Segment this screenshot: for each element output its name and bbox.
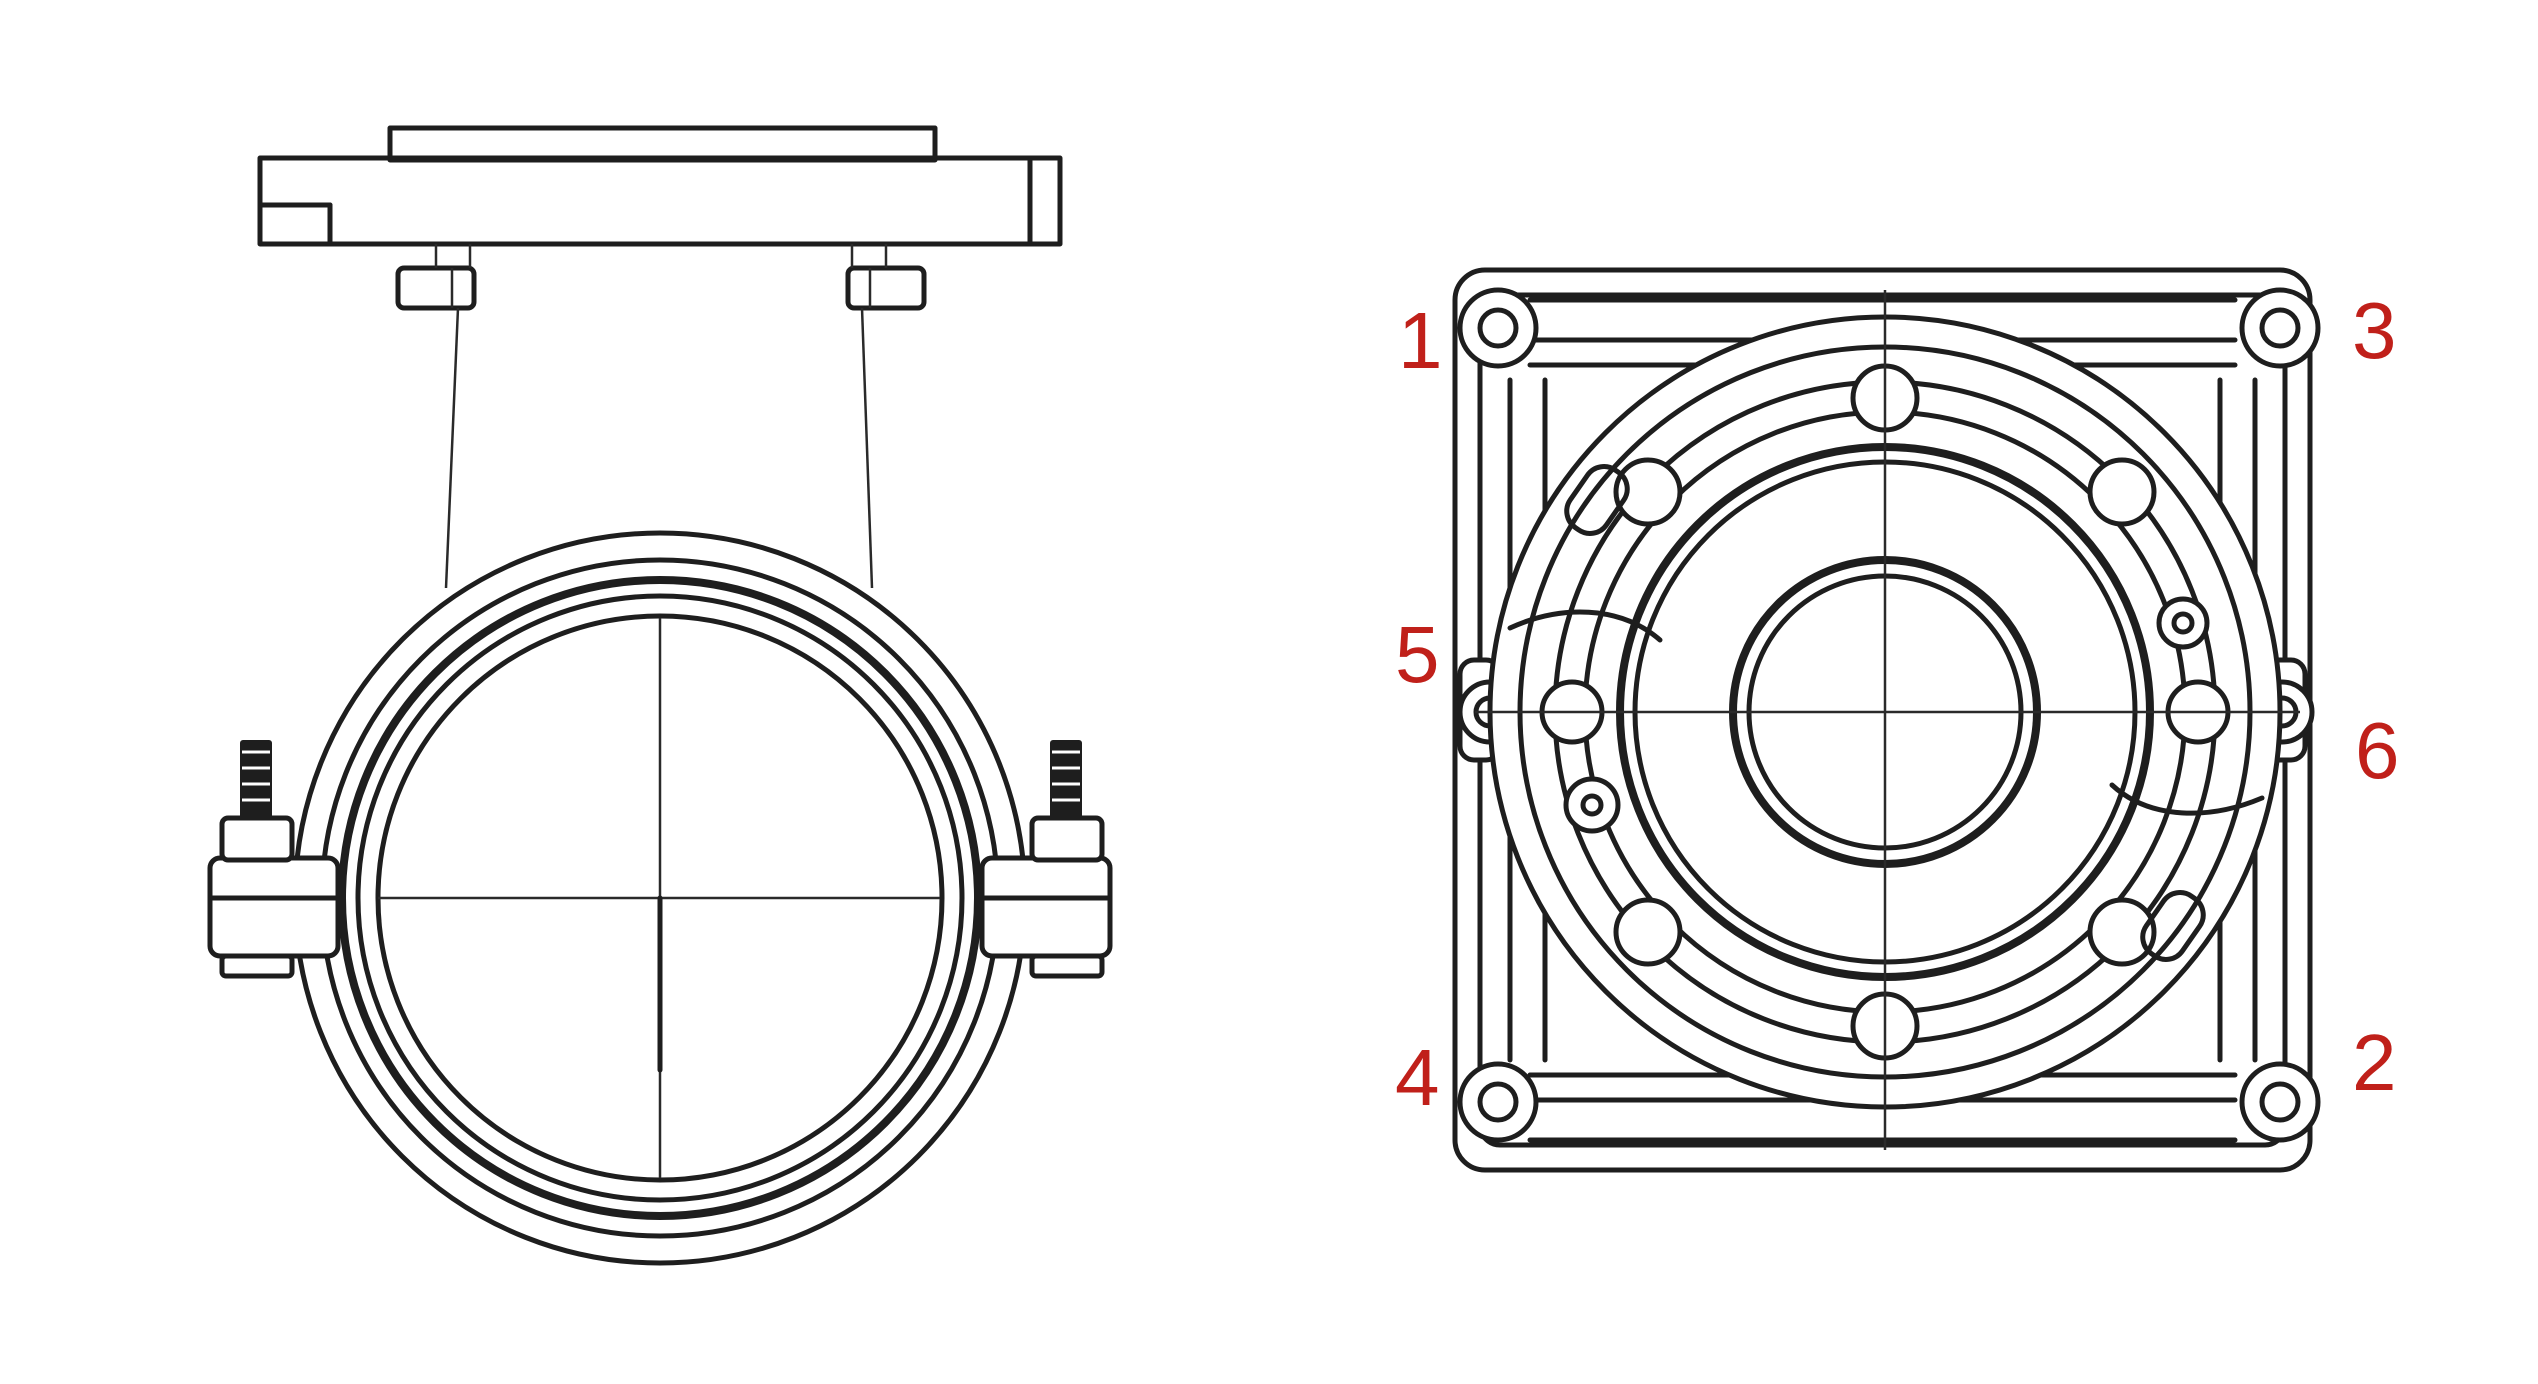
hanger-rod-right [860,307,874,589]
label-4: 4 [1395,1033,1440,1122]
center-lines-left [378,618,940,1178]
mounting-plate [257,125,1063,247]
label-2: 2 [2352,1018,2397,1107]
clamp-ear-left [207,740,341,979]
hanger-nut-left [395,244,477,311]
clamp-ring [292,530,1028,1266]
hanger-rod-left [444,307,460,589]
clamp-ear-right [979,740,1113,979]
center-lines-right [1475,290,2300,1150]
bolt-3 [2239,287,2321,369]
bolt-4 [1457,1061,1539,1143]
fitting-upper-right [2156,596,2210,650]
side-view-clamp-hanger [207,125,1113,1266]
bolt-1 [1457,287,1539,369]
hanger-nut-right [845,244,927,311]
bolt-2 [2239,1061,2321,1143]
label-3: 3 [2352,286,2397,375]
label-1: 1 [1398,296,1443,385]
top-view-flange-base [1452,267,2321,1173]
flange-split-lines [1507,609,2265,816]
label-5: 5 [1395,610,1440,699]
label-6: 6 [2355,706,2400,795]
fitting-lower-left [1563,776,1621,834]
bolt-sequence-labels: 1 3 5 6 4 2 [1395,286,2400,1122]
